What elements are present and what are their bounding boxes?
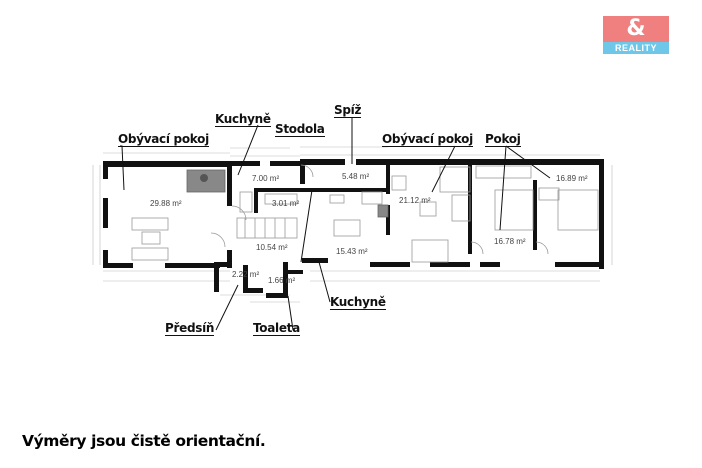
area-vestibule: 2.22 m² [232,270,260,279]
label-leaders [120,117,551,331]
area-kitchen-bottom: 15.43 m² [336,247,368,256]
mm-reality-logo: & REALITY [603,16,669,54]
label-toilet: Toaleta [253,321,300,336]
area-kitchen-top: 7.00 m² [252,174,280,183]
furniture [131,165,599,263]
area-living-right: 21.12 m² [399,196,431,205]
area-pantry: 5.48 m² [342,172,370,181]
label-barn: Stodola [275,122,325,137]
label-living-room-right: Obývací pokoj [382,132,473,147]
door-swings [210,164,549,255]
logo-ampersand: & [626,16,646,41]
logo-mm-block [603,16,669,42]
label-kitchen-top: Kuchyně [215,112,271,127]
dimension-lines [92,146,613,303]
area-toilet: 1.66 m² [268,276,296,285]
label-kitchen-bottom: Kuchyně [330,295,386,310]
area-barn: 3.01 m² [272,199,300,208]
label-room: Pokoj [485,132,521,147]
label-vestibule: Předsíň [165,321,215,336]
area-room-a: 16.78 m² [494,237,526,246]
disclaimer-note: Výměry jsou čistě orientační. [22,432,266,450]
area-hall: 10.54 m² [256,243,288,252]
label-living-room-left: Obývací pokoj [118,132,209,147]
area-living-left: 29.88 m² [150,199,182,208]
area-room-b: 16.89 m² [556,174,588,183]
label-pantry: Spíž [334,103,362,118]
logo-reality-text: REALITY [603,42,669,54]
